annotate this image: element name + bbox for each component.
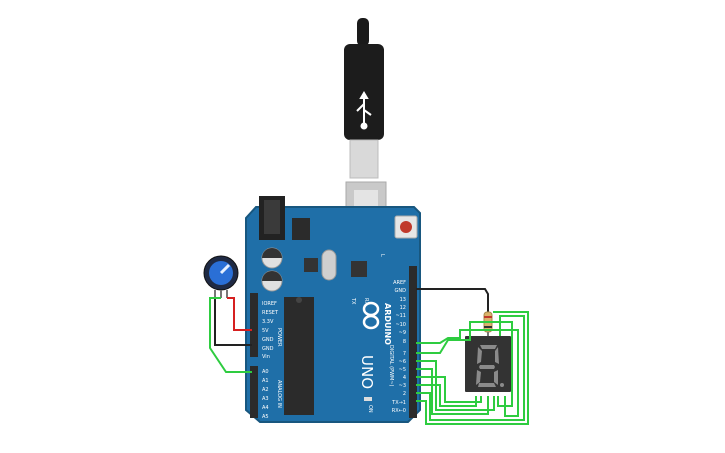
pin-label: GND [262, 337, 274, 343]
pin-label: AREF [393, 280, 406, 286]
on-led-label: ON [367, 405, 373, 413]
power-label: POWER [276, 328, 282, 347]
display-wires[interactable] [416, 311, 529, 425]
pin-label: TX→1 [391, 400, 406, 406]
usb-chip [304, 258, 318, 272]
crystal-oscillator [321, 249, 337, 281]
wire-green-pin1[interactable] [416, 311, 529, 425]
pin-label: Vin [262, 354, 270, 360]
wire-black-gnd-resistor[interactable] [416, 288, 489, 312]
potentiometer[interactable] [203, 255, 239, 298]
analog-in-label: ANALOG IN [276, 380, 282, 408]
usb-plug-icon [356, 91, 372, 130]
pin-label: A2 [262, 387, 269, 393]
pin-label: 8 [403, 339, 406, 345]
wire-green-pin6[interactable] [416, 360, 495, 411]
pin-label: 12 [400, 305, 406, 311]
usb-plug-metal [349, 139, 379, 179]
wire-green-a0[interactable] [209, 297, 252, 373]
wire-green-pin8[interactable] [416, 329, 519, 417]
reset-button-icon[interactable] [394, 215, 418, 239]
pin-label: A0 [262, 369, 269, 375]
pin-label: RESET [262, 310, 279, 316]
pin-label: 2 [403, 391, 406, 397]
board-model: UNO [358, 355, 376, 389]
wire-green-pin4[interactable] [416, 376, 482, 403]
pin-label: 5V [262, 328, 269, 334]
pin-label: GND [395, 288, 407, 294]
pin-label: ~3 [399, 383, 406, 389]
arduino-infinity-logo [362, 301, 380, 330]
usb-cable[interactable] [344, 18, 387, 239]
pin-label: 13 [400, 297, 406, 303]
pin-label: ~10 [395, 322, 406, 328]
wire-green-pin5[interactable] [416, 368, 489, 415]
pin-label: A3 [262, 396, 269, 402]
pin-label: A1 [262, 378, 269, 384]
power-header [250, 293, 258, 357]
digital-header [409, 266, 417, 418]
rx-label: RX [363, 298, 369, 305]
power-pin-labels: IOREF RESET 3.3V 5V GND GND Vin [262, 301, 279, 360]
atmega16u2 [351, 261, 367, 277]
pin-label: ~11 [395, 313, 406, 319]
analog-header [250, 366, 258, 418]
pin-label: 4 [403, 375, 406, 381]
usb-cable-cord [357, 18, 369, 46]
seven-segment-display[interactable] [465, 336, 511, 392]
pin-label: IOREF [262, 301, 277, 307]
voltage-regulator [292, 218, 310, 240]
wire-black-gnd[interactable] [214, 298, 252, 346]
wire-red-5v[interactable] [227, 297, 252, 331]
pin-label: 3.3V [262, 319, 274, 325]
capacitor-1 [261, 247, 283, 269]
pin-label: A4 [262, 405, 269, 411]
board-name: ARDUINO [383, 303, 392, 345]
pin-label: ~6 [399, 359, 406, 365]
on-led [364, 397, 372, 401]
pin-label: GND [262, 346, 274, 352]
digital-label: DIGITAL (PWM~) [388, 345, 394, 387]
pin-label: 7 [403, 351, 406, 357]
wire-green-pin3[interactable] [416, 384, 477, 407]
digital-pin-labels: AREF GND 13 12 ~11 ~10 ~9 8 7 ~6 ~5 4 ~3… [391, 280, 406, 414]
atmega328-chip [284, 297, 314, 415]
wire-green-pin7[interactable] [416, 321, 513, 407]
arduino-uno-board[interactable]: TX RX L ARDUINO UNO ON IOREF RESET 3.3V … [245, 196, 421, 423]
pin-label: ~9 [399, 330, 406, 336]
pin-label: ~5 [399, 367, 406, 373]
pot-wires[interactable] [209, 297, 252, 373]
wire-green-pin2[interactable] [416, 315, 525, 421]
tx-label: TX [350, 297, 356, 305]
display-segments [476, 345, 504, 387]
capacitor-2 [261, 270, 283, 292]
pin-label: A5 [262, 414, 269, 420]
l-led-label: L [379, 254, 385, 257]
resistor-circuit[interactable] [416, 288, 493, 336]
analog-pin-labels: A0 A1 A2 A3 A4 A5 [262, 369, 269, 420]
pin-label: RX←0 [392, 408, 406, 414]
